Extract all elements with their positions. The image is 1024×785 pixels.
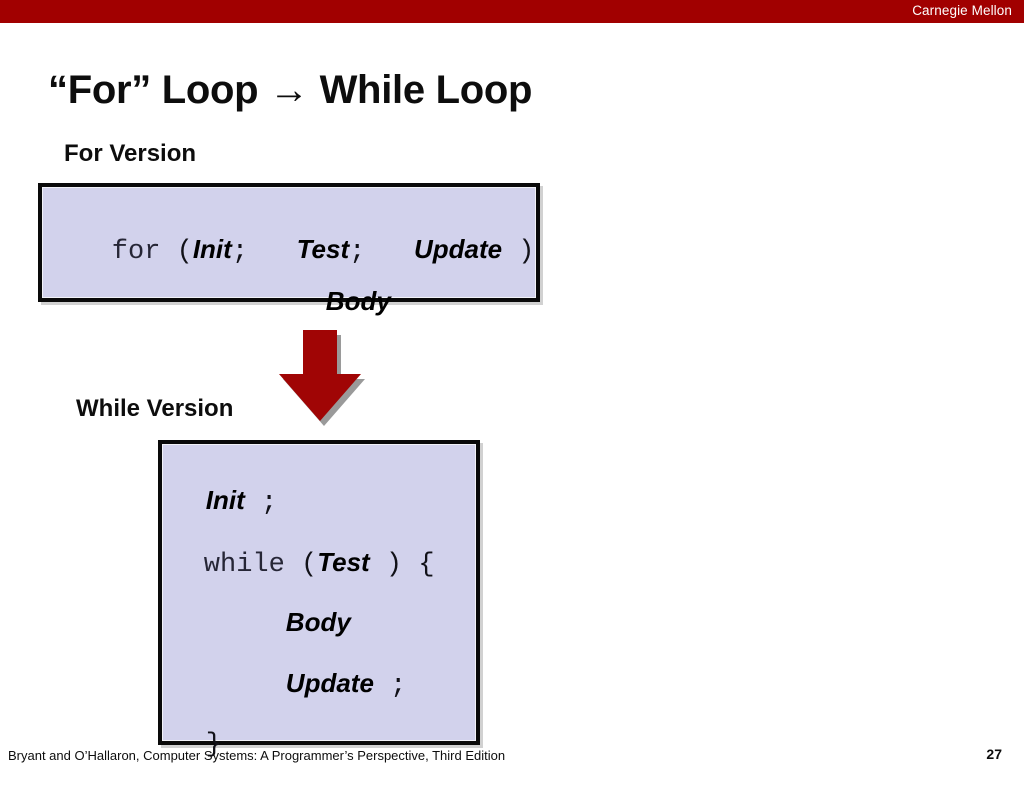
for-keyword: for	[111, 237, 161, 267]
while-init-line: Init ;	[178, 462, 277, 542]
while-init-placeholder: Init	[205, 485, 245, 515]
while-signature-line: while (Test ) {	[176, 524, 435, 604]
while-update-placeholder: Update	[285, 668, 374, 698]
for-init-placeholder: Init	[192, 234, 232, 264]
while-close-brace: }	[205, 730, 222, 760]
while-test-placeholder: Test	[317, 547, 370, 577]
for-update-placeholder: Update	[413, 234, 503, 264]
footer-attribution: Bryant and O’Hallaron, Computer Systems:…	[8, 748, 506, 763]
down-arrow-icon	[275, 326, 365, 426]
for-test-placeholder: Test	[296, 234, 350, 264]
for-semicolon-2: ;	[349, 237, 366, 267]
for-signature-line: for (Init; Test; Update )	[84, 211, 535, 291]
page-title: “For” Loop → While Loop	[48, 68, 533, 112]
while-init-semicolon: ;	[244, 488, 278, 518]
for-body-placeholder: Body	[325, 286, 391, 316]
institution-label: Carnegie Mellon	[912, 3, 1012, 18]
while-update-line: Update ;	[258, 645, 407, 725]
for-version-label: For Version	[64, 140, 197, 167]
while-open-brace: {	[402, 550, 435, 580]
while-body-placeholder: Body	[285, 607, 351, 637]
while-keyword: while	[203, 550, 285, 580]
while-open-paren: (	[284, 550, 318, 580]
page-number: 27	[986, 746, 1002, 762]
for-open-paren: (	[160, 237, 193, 267]
carnegie-mellon-banner: Carnegie Mellon	[0, 0, 1024, 23]
while-version-label: While Version	[76, 395, 234, 422]
while-body-line: Body	[258, 584, 351, 661]
for-body-line: Body	[298, 263, 391, 340]
for-semicolon-1: ;	[231, 237, 249, 267]
for-loop-code-box: for (Init; Test; Update ) Body	[38, 183, 540, 314]
for-close-paren: )	[502, 237, 535, 267]
while-close-paren: )	[369, 550, 403, 580]
while-close-brace-line: }	[178, 706, 222, 784]
while-loop-code-box: Init ; while (Test ) { Body Update ; }	[158, 440, 480, 759]
for-gap-1	[248, 237, 297, 267]
while-update-semicolon: ;	[373, 671, 407, 701]
